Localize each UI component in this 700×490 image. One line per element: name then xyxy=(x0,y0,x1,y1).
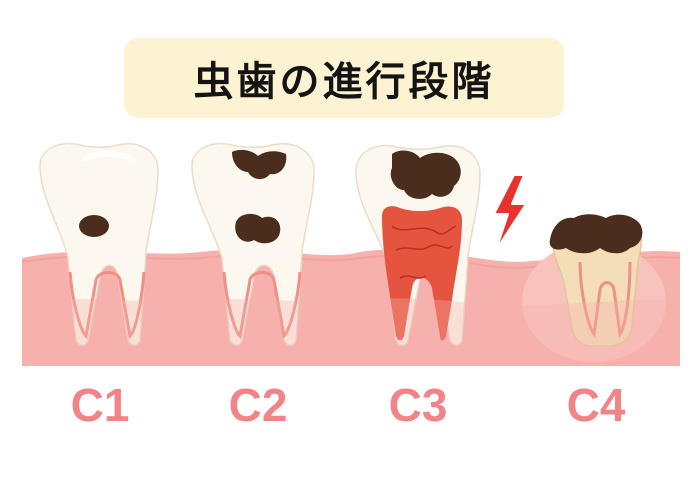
pulp-c3 xyxy=(382,206,462,341)
gum-band xyxy=(22,249,680,366)
gum-front xyxy=(22,298,680,366)
title-banner: 虫歯の進行段階 xyxy=(124,38,564,118)
cavity-c3 xyxy=(390,150,461,199)
stage-label-c4: C4 xyxy=(566,379,626,431)
lightning-bolt-icon xyxy=(493,174,527,251)
tooth-illustration xyxy=(21,142,681,366)
cavity-c2-inner xyxy=(235,213,281,244)
cavity-c2-top xyxy=(232,149,287,180)
stage-label-c1: C1 xyxy=(70,379,130,431)
page-title: 虫歯の進行段階 xyxy=(193,59,495,105)
stage-label-c3: C3 xyxy=(388,379,448,431)
cavity-c1 xyxy=(79,215,109,237)
tooth-c3 xyxy=(355,144,481,346)
tooth-c1 xyxy=(39,142,159,346)
stage-label-c2: C2 xyxy=(228,379,288,431)
tooth-c4 xyxy=(549,214,643,347)
tooth-c2 xyxy=(191,142,315,346)
cavity-c4 xyxy=(549,214,643,254)
